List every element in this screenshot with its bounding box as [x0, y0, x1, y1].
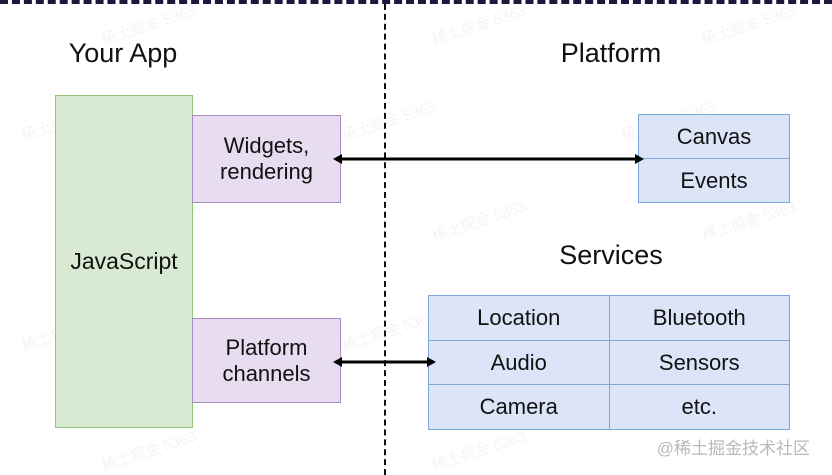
- services-cell-location: Location: [477, 304, 561, 330]
- app-platform-divider: [384, 4, 386, 475]
- box-widgets-rendering: Widgets,rendering: [192, 115, 341, 203]
- box-widgets-rendering-label: Widgets,rendering: [220, 133, 313, 185]
- arrow-channels-to-services: [333, 357, 436, 367]
- watermark-tile: 稀土掘金 5363: [429, 425, 528, 475]
- services-cell-bluetooth: Bluetooth: [608, 296, 790, 340]
- services-row: Location Bluetooth: [429, 296, 789, 340]
- services-cell-etc: etc.: [608, 385, 790, 430]
- heading-your-app: Your App: [68, 38, 178, 68]
- watermark-tile: 稀土掘金 5363: [429, 0, 528, 50]
- box-widgets-line2: rendering: [220, 159, 313, 184]
- box-javascript: JavaScript: [55, 95, 193, 428]
- services-grid: Location Bluetooth Audio Sensors Camera …: [428, 295, 790, 430]
- arrow-widgets-to-canvas: [333, 154, 644, 164]
- watermark-tile: 稀土掘金 5363: [339, 95, 438, 145]
- services-cell-sensors: Sensors: [608, 340, 790, 385]
- services-row: Camera etc.: [429, 384, 790, 430]
- heading-services: Services: [559, 240, 663, 270]
- platform-cell-events: Events: [639, 158, 789, 202]
- box-widgets-line1: Widgets,: [223, 133, 310, 159]
- services-cell-audio: Audio: [490, 349, 547, 375]
- watermark-credit: @稀土掘金技术社区: [656, 439, 810, 458]
- platform-cell-canvas: Canvas: [676, 123, 752, 149]
- watermark-tile: 稀土掘金 5363: [339, 305, 438, 355]
- watermark-tile: 稀土掘金 5363: [99, 425, 198, 475]
- services-cell-camera: Camera: [479, 394, 558, 420]
- watermark-tile: 稀土掘金 5363: [429, 195, 528, 245]
- heading-platform: Platform: [560, 38, 662, 68]
- watermark-tile: 稀土掘金 5363: [699, 0, 798, 50]
- top-dashed-rule: [0, 0, 832, 4]
- services-row: Audio Sensors: [429, 339, 790, 385]
- box-channels-line2: channels: [222, 360, 311, 386]
- box-javascript-label: JavaScript: [70, 247, 178, 274]
- box-channels-line1: Platform: [225, 334, 308, 360]
- platform-stack: Canvas Events: [638, 114, 790, 203]
